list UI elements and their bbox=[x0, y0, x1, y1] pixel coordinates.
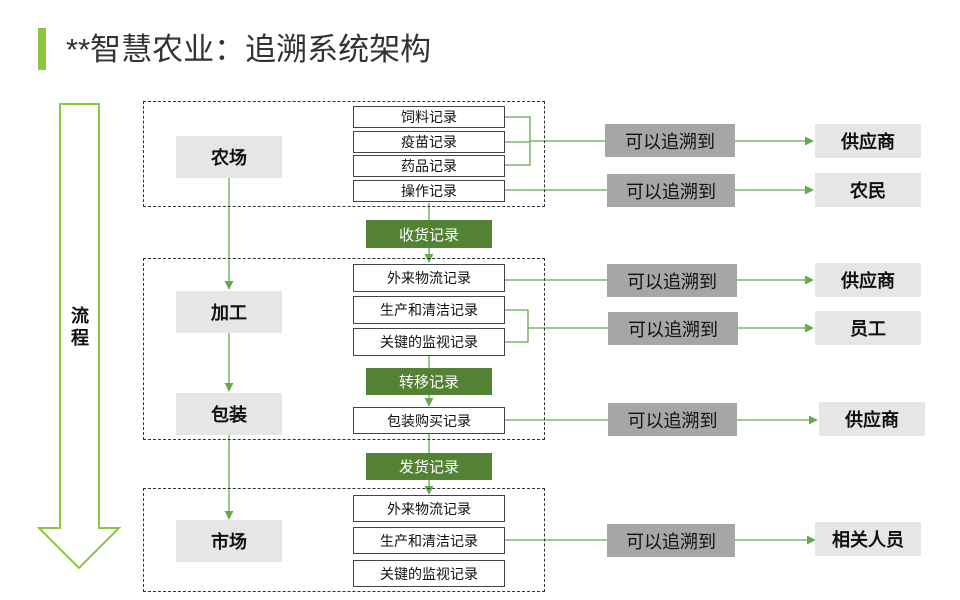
process-group bbox=[143, 258, 545, 440]
trace-label-4: 可以追溯到 bbox=[608, 312, 738, 345]
target-staff: 员工 bbox=[815, 311, 921, 345]
process-bracket bbox=[505, 309, 529, 343]
flow-arrow bbox=[36, 103, 122, 570]
market-record-monitoring: 关键的监视记录 bbox=[353, 560, 505, 587]
target-farmer: 农民 bbox=[815, 173, 921, 207]
farm-group bbox=[143, 101, 545, 207]
process-record-production: 生产和清洁记录 bbox=[353, 296, 505, 324]
farm-record-vaccine: 疫苗记录 bbox=[353, 131, 505, 153]
market-group bbox=[143, 488, 545, 592]
stage-market: 市场 bbox=[176, 520, 282, 562]
flow-label: 流程 bbox=[71, 306, 89, 348]
farm-record-feed: 饲料记录 bbox=[353, 106, 505, 128]
page-title: **智慧农业：追溯系统架构 bbox=[66, 32, 432, 67]
stage-pack: 包装 bbox=[176, 393, 282, 435]
target-related-personnel: 相关人员 bbox=[815, 522, 921, 556]
target-supplier-1: 供应商 bbox=[815, 124, 921, 158]
market-record-logistics: 外来物流记录 bbox=[353, 495, 505, 522]
trace-label-3: 可以追溯到 bbox=[607, 264, 737, 297]
transfer-record-label: 转移记录 bbox=[366, 368, 492, 395]
trace-label-6: 可以追溯到 bbox=[607, 524, 735, 557]
stage-farm: 农场 bbox=[176, 136, 282, 178]
trace-label-5: 可以追溯到 bbox=[608, 403, 737, 436]
receive-record-label: 收货记录 bbox=[366, 220, 492, 248]
market-record-production: 生产和清洁记录 bbox=[353, 527, 505, 554]
pack-record-purchase: 包装购买记录 bbox=[353, 407, 505, 434]
title-accent-bar bbox=[38, 28, 46, 70]
target-supplier-2: 供应商 bbox=[815, 263, 921, 297]
process-record-logistics: 外来物流记录 bbox=[353, 264, 505, 292]
process-record-monitoring: 关键的监视记录 bbox=[353, 328, 505, 356]
stage-process: 加工 bbox=[176, 291, 282, 333]
ship-record-label: 发货记录 bbox=[366, 453, 492, 480]
farm-record-operation: 操作记录 bbox=[353, 180, 505, 202]
trace-label-1: 可以追溯到 bbox=[605, 124, 735, 157]
trace-label-2: 可以追溯到 bbox=[607, 174, 735, 207]
target-supplier-3: 供应商 bbox=[819, 402, 925, 436]
farm-record-medicine: 药品记录 bbox=[353, 155, 505, 177]
